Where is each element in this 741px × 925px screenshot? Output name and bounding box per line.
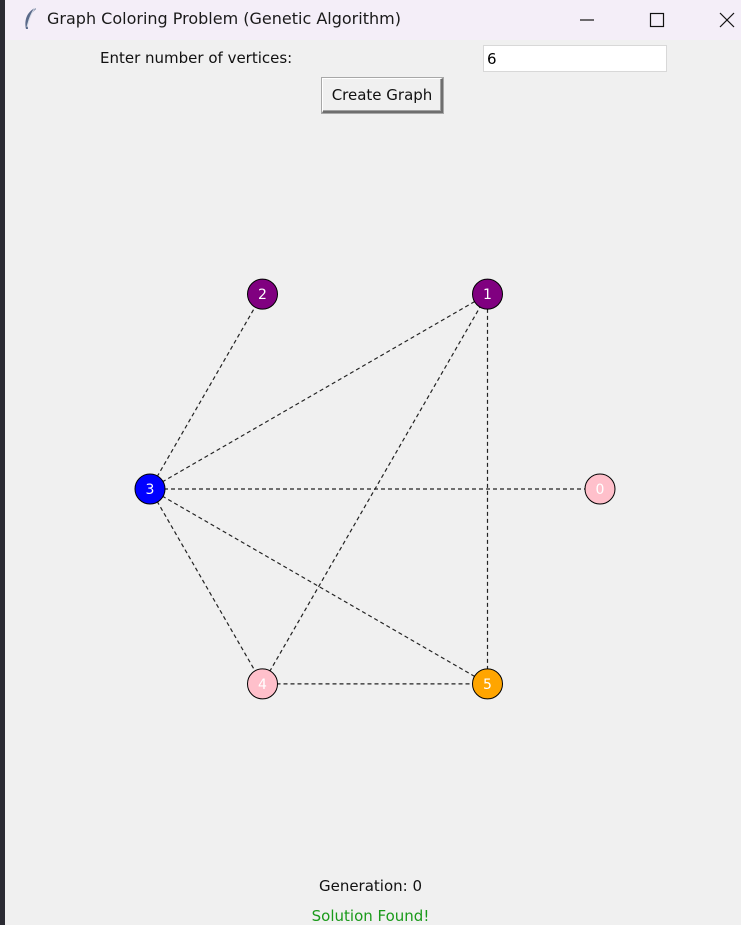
vertex-label: 5 <box>483 677 492 693</box>
graph-edge-4-1 <box>261 293 489 685</box>
create-graph-button[interactable]: Create Graph <box>322 78 443 113</box>
graph-vertex-0[interactable]: 0 <box>584 473 616 505</box>
minimize-button[interactable] <box>563 0 609 40</box>
graph-canvas[interactable]: 0 1 2 3 4 5 <box>5 120 735 870</box>
graph-edge-3-2 <box>149 293 264 490</box>
close-icon <box>719 12 735 28</box>
maximize-icon <box>649 12 665 28</box>
graph-edge-3-5 <box>149 488 488 685</box>
graph-vertex-5[interactable]: 5 <box>472 668 503 700</box>
generation-label: Generation: 0 <box>318 877 423 895</box>
graph-vertex-4[interactable]: 4 <box>247 668 278 700</box>
vertex-circle <box>247 278 278 310</box>
graph-edge-3-1 <box>149 293 488 490</box>
vertex-label: 0 <box>596 482 605 498</box>
vertex-circle <box>247 668 278 700</box>
vertices-input[interactable] <box>483 45 667 72</box>
vertex-circle <box>472 278 503 310</box>
status-label: Solution Found! <box>311 907 430 925</box>
feather-icon <box>21 7 39 31</box>
vertex-circle <box>134 473 166 505</box>
vertices-label: Enter number of vertices: <box>100 49 293 67</box>
vertex-label: 2 <box>258 287 267 303</box>
minimize-icon <box>580 19 594 21</box>
title-bar[interactable]: Graph Coloring Problem (Genetic Algorith… <box>5 0 741 40</box>
close-button[interactable] <box>703 0 741 40</box>
maximize-button[interactable] <box>633 0 679 40</box>
vertex-label: 4 <box>258 677 267 693</box>
window-title: Graph Coloring Problem (Genetic Algorith… <box>47 9 401 28</box>
vertex-circle <box>472 668 503 700</box>
graph-vertex-3[interactable]: 3 <box>134 473 166 505</box>
vertex-label: 3 <box>146 482 155 498</box>
vertex-circle <box>584 473 616 505</box>
background-window-edge <box>0 0 5 925</box>
graph-vertex-1[interactable]: 1 <box>472 278 503 310</box>
graph-edge-3-4 <box>149 488 264 685</box>
graph-vertex-2[interactable]: 2 <box>247 278 278 310</box>
vertex-label: 1 <box>483 287 492 303</box>
